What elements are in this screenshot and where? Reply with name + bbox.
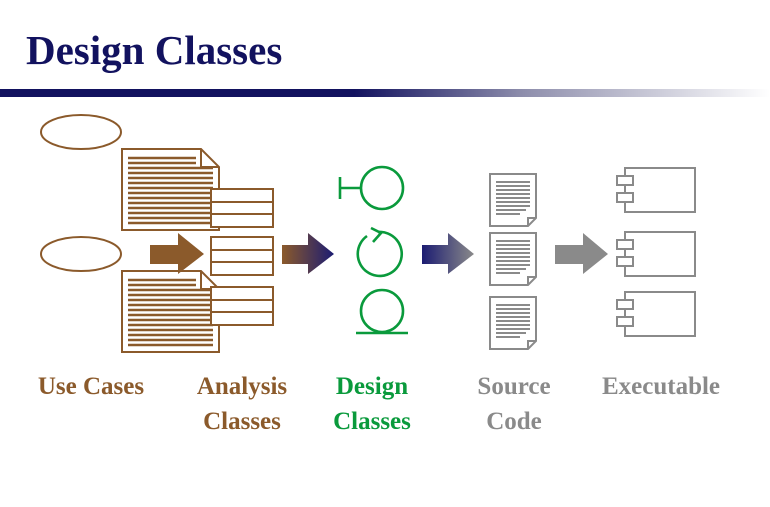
- arrow-right-icon: [422, 233, 474, 274]
- boundary-class-icon: [338, 165, 405, 211]
- arrow-right-icon: [555, 233, 608, 274]
- component-icon: [616, 291, 696, 337]
- analysis-class-icon: [210, 188, 274, 228]
- entity-class-icon: [356, 288, 408, 335]
- arrow-right-icon: [282, 233, 334, 274]
- page-title: Design Classes: [26, 27, 283, 73]
- use-case-icon: [39, 113, 221, 232]
- component-icon: [616, 167, 696, 213]
- label-use-cases: Use Cases: [37, 373, 145, 400]
- source-code-icon: [489, 173, 537, 227]
- arrow-right-icon: [150, 233, 204, 274]
- title-underline: [0, 89, 770, 97]
- label-executable: Executable: [601, 373, 721, 400]
- analysis-class-icon: [210, 286, 274, 326]
- component-icon: [616, 231, 696, 277]
- control-class-icon: [356, 226, 403, 278]
- source-code-icon: [489, 232, 537, 286]
- label-source-code: Source Code: [477, 373, 551, 435]
- label-analysis-classes: Analysis Classes: [196, 373, 288, 435]
- label-design-classes: Design Classes: [333, 373, 411, 435]
- analysis-class-icon: [210, 236, 274, 276]
- source-code-icon: [489, 296, 537, 350]
